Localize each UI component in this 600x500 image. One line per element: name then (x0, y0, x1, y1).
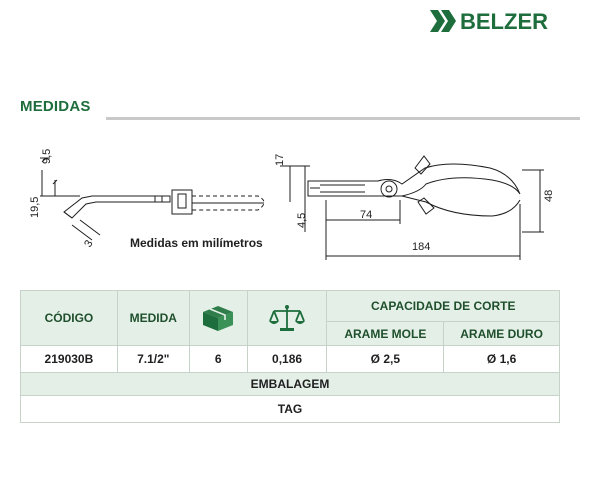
embalagem-value: TAG (20, 395, 560, 423)
dim-tip-length: 19,5 (29, 197, 41, 218)
logo-chevron-icon (441, 10, 456, 32)
box-icon (203, 306, 234, 331)
technical-drawing: 9,5 19,5 3 17 4,5 74 184 48 (29, 149, 555, 260)
header-codigo: CÓDIGO (20, 290, 118, 346)
dim-tip-height: 9,5 (41, 149, 53, 164)
belzer-logo: BELZER (430, 9, 548, 34)
dim-jaw-height: 17 (274, 154, 286, 166)
dim-jaw-length: 74 (360, 209, 372, 221)
title-divider (106, 117, 580, 120)
header-capacidade: CAPACIDADE DE CORTE (326, 290, 560, 322)
scale-icon (269, 305, 306, 331)
drawing-caption: Medidas em milímetros (130, 236, 263, 250)
cell-peso: 0,186 (246, 345, 328, 373)
embalagem-label: EMBALAGEM (20, 372, 560, 396)
dim-overall-width: 48 (543, 190, 555, 202)
header-quantity (188, 290, 248, 346)
spec-table: CÓDIGO MEDIDA (20, 290, 560, 423)
dim-tip-thickness: 3 (82, 238, 95, 249)
dim-overall-length: 184 (412, 241, 430, 253)
header-arame-duro: ARAME DURO (443, 321, 560, 346)
dim-jaw-offset: 4,5 (296, 213, 308, 228)
logo-chevron-icon (430, 10, 445, 32)
cell-arame-duro: Ø 1,6 (443, 345, 560, 373)
table-row: 219030B 7.1/2" 6 0,186 Ø 2,5 Ø 1,6 (20, 345, 560, 373)
side-view (40, 157, 265, 241)
brand-name: BELZER (460, 9, 548, 34)
cell-medida: 7.1/2" (116, 345, 190, 373)
header-arame-mole: ARAME MOLE (326, 321, 445, 346)
section-title: MEDIDAS (20, 98, 91, 115)
header-medida: MEDIDA (116, 290, 190, 346)
header-weight (246, 290, 328, 346)
cell-codigo: 219030B (20, 345, 118, 373)
cell-quantidade: 6 (188, 345, 248, 373)
cell-arame-mole: Ø 2,5 (326, 345, 445, 373)
front-view (280, 155, 544, 260)
